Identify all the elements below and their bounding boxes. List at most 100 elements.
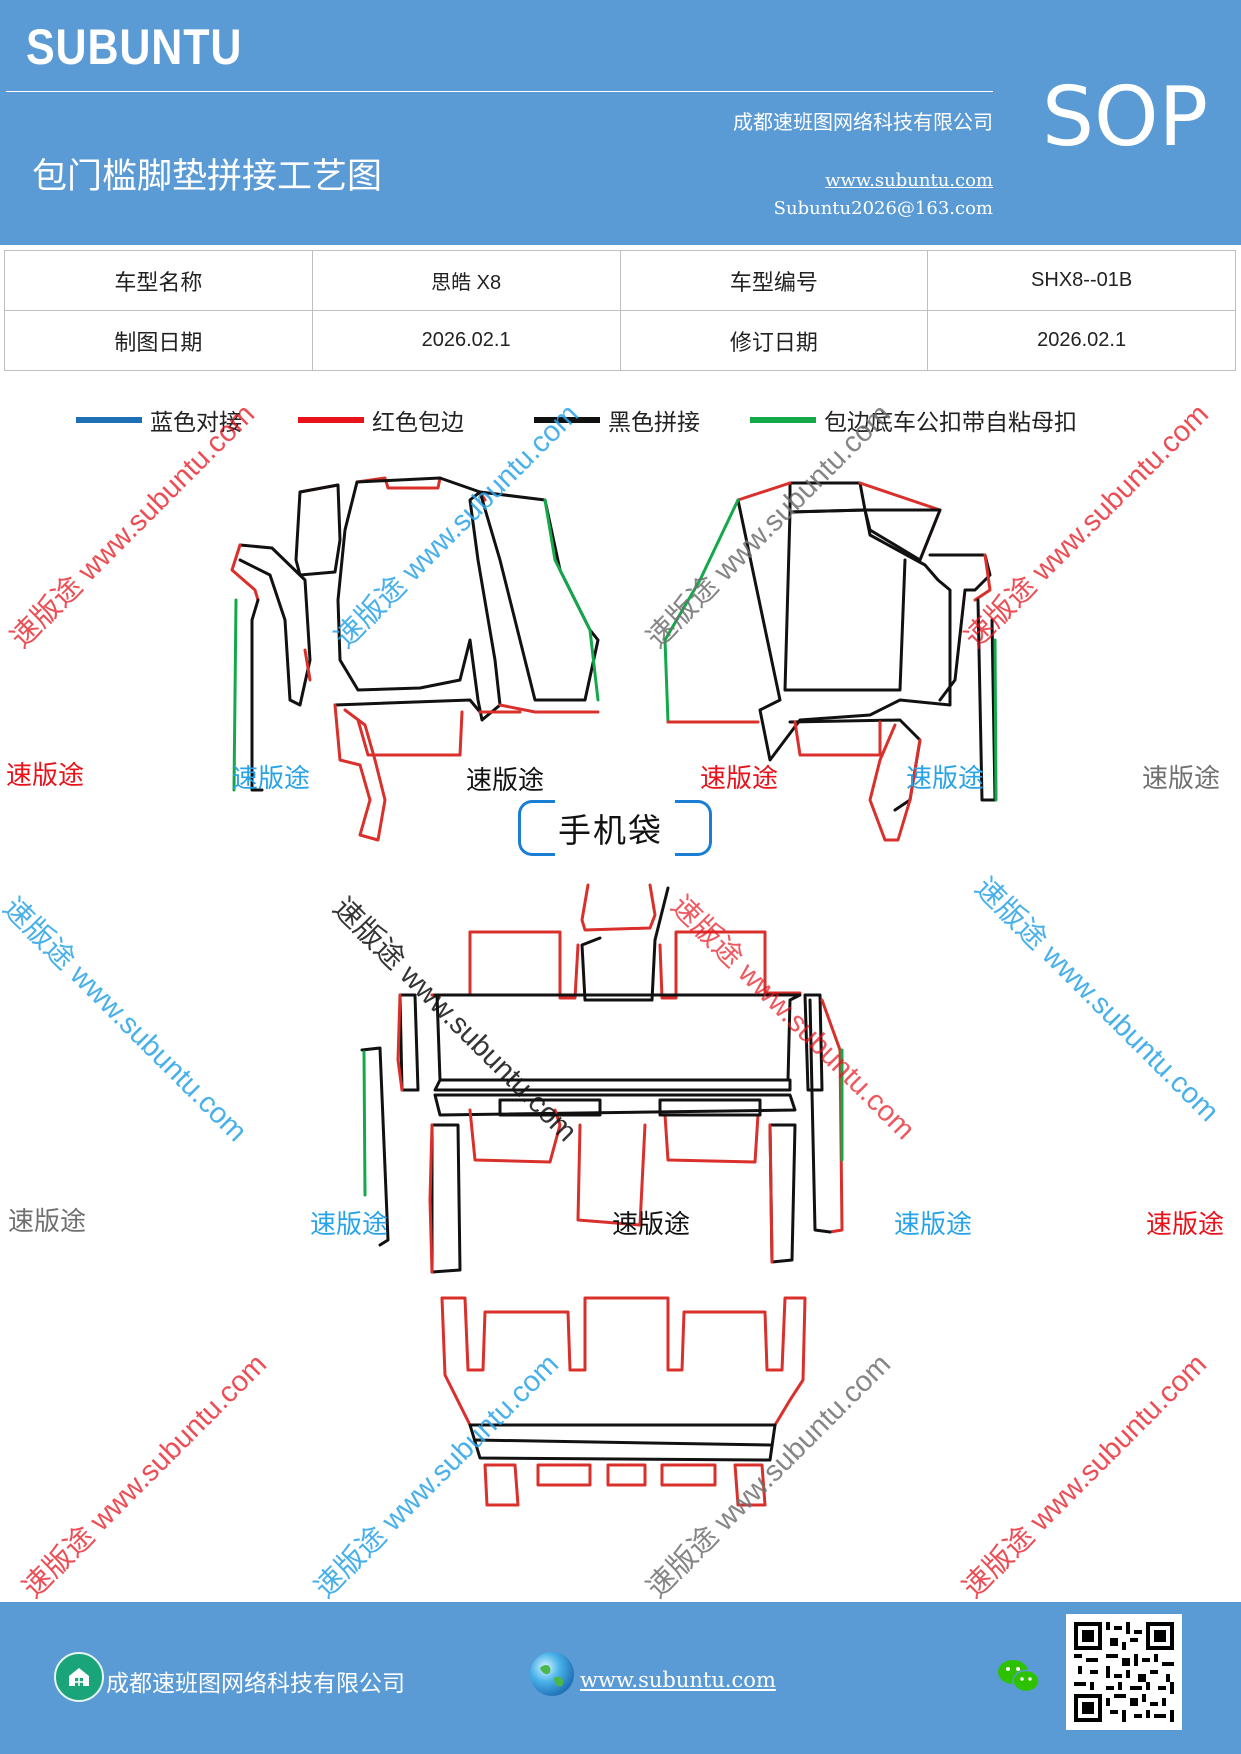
watermark-text: 速版途 — [6, 761, 85, 791]
red-edge — [483, 1463, 767, 1507]
legend-label: 蓝色对接 — [150, 410, 242, 436]
document-title: 包门槛脚垫拼接工艺图 — [32, 157, 383, 197]
phone-pocket: 手机袋 — [518, 800, 712, 856]
watermark-text: 速版途 — [466, 766, 545, 796]
pocket-left-bracket — [518, 800, 555, 856]
black-seam — [430, 1123, 462, 1274]
black-seam — [473, 1438, 772, 1447]
model-name-value: 思皓 X8 — [311, 250, 621, 311]
left-front-mat — [230, 476, 600, 842]
revision-date-label: 修订日期 — [619, 310, 929, 371]
black-seam — [498, 1098, 762, 1117]
black-seam — [433, 1093, 797, 1117]
right-front-mat — [663, 481, 998, 842]
watermark-text: 速版途 — [906, 764, 985, 794]
email-address: Subuntu2026@163.com — [773, 198, 993, 219]
model-code-label: 车型编号 — [619, 250, 929, 311]
watermark-text: 速版途 — [894, 1210, 973, 1240]
black-seam — [294, 483, 342, 577]
watermark-text: 速版途 — [700, 764, 779, 794]
red-edge — [793, 720, 922, 842]
red-edge — [230, 543, 312, 682]
green-edge — [232, 598, 238, 792]
sop-label: SOP — [1042, 70, 1209, 165]
green-edge — [543, 498, 600, 702]
red-edge — [973, 553, 992, 602]
qr-code — [1066, 1614, 1182, 1730]
red-edge — [428, 1123, 434, 1274]
black-seam — [333, 698, 482, 714]
header-divider — [6, 91, 993, 92]
red-edge — [396, 993, 404, 1092]
pocket-right-bracket — [675, 800, 712, 856]
legend-swatch — [298, 417, 364, 423]
legend-item-blue: 蓝色对接 — [76, 400, 242, 440]
red-edge — [768, 1123, 774, 1264]
footer-company-name: 成都速班图网络科技有限公司 — [106, 1671, 405, 1697]
legend-label: 包边底车公扣带自粘母扣 — [824, 410, 1077, 436]
black-seam — [736, 498, 952, 762]
black-seam — [580, 886, 670, 1002]
legend-item-red: 红色包边 — [298, 400, 464, 440]
globe-icon — [530, 1652, 574, 1696]
black-seam — [808, 998, 832, 1234]
website-link[interactable]: www.subuntu.com — [825, 170, 993, 191]
drawing-date-label: 制图日期 — [4, 310, 313, 371]
wechat-icon[interactable] — [996, 1656, 1042, 1696]
green-edge — [993, 638, 998, 802]
watermark-text: 速版途 — [232, 764, 311, 794]
header-banner: SUBUNTU SOP 成都速班图网络科技有限公司 包门槛脚垫拼接工艺图 www… — [0, 0, 1241, 245]
watermark-text: 速版途 — [612, 1210, 691, 1240]
legend-item-green: 包边底车公扣带自粘母扣 — [750, 400, 1077, 440]
black-seam — [788, 718, 922, 812]
watermark-text: 速版途 — [1146, 1210, 1225, 1240]
red-edge — [468, 1108, 760, 1227]
black-seam — [360, 1046, 390, 1247]
model-code-value: SHX8--01B — [927, 250, 1236, 311]
black-seam — [398, 993, 420, 1092]
red-edge — [440, 1296, 472, 1427]
black-seam — [336, 476, 502, 722]
footer-website-link[interactable]: www.subuntu.com — [580, 1668, 776, 1692]
red-edge — [468, 930, 802, 1000]
green-edge — [663, 498, 740, 724]
rear-row-mat — [360, 883, 844, 1274]
legend-label: 黑色拼接 — [608, 410, 700, 436]
phone-pocket-label: 手机袋 — [558, 811, 663, 850]
red-edge — [333, 703, 464, 842]
table-row: 车型名称 思皓 X8 车型编号 SHX8--01B — [4, 250, 1236, 311]
home-icon — [54, 1652, 104, 1702]
watermark-text: 速版途 — [8, 1207, 87, 1237]
red-edge — [580, 883, 657, 932]
black-seam — [783, 510, 907, 692]
black-seam — [433, 1078, 792, 1092]
legend-swatch — [750, 417, 816, 423]
third-row-mat — [440, 1296, 807, 1507]
revision-date-value: 2026.02.1 — [927, 310, 1236, 371]
table-row: 制图日期 2026.02.1 修订日期 2026.02.1 — [4, 310, 1236, 371]
black-seam — [976, 598, 997, 802]
footer-banner: 成都速班图网络科技有限公司 www.subuntu.com — [0, 1602, 1241, 1754]
watermark-text: 速版途 — [1142, 764, 1221, 794]
black-seam — [768, 1123, 797, 1264]
company-name: 成都速班图网络科技有限公司 — [733, 110, 993, 134]
black-seam — [803, 993, 824, 1092]
legend-swatch — [534, 417, 600, 423]
legend-item-black: 黑色拼接 — [534, 400, 700, 440]
legend-label: 红色包边 — [372, 410, 464, 436]
model-name-label: 车型名称 — [4, 250, 313, 311]
mat-layout-drawing — [230, 476, 998, 1507]
black-seam — [433, 993, 802, 1082]
brand-logo: SUBUNTU — [26, 19, 243, 75]
black-seam — [468, 1423, 777, 1462]
black-seam — [238, 543, 312, 707]
black-seam — [478, 490, 600, 702]
black-seam — [250, 598, 264, 792]
drawing-date-value: 2026.02.1 — [311, 310, 621, 371]
watermark-text: 速版途 — [310, 1210, 389, 1240]
red-edge — [440, 1296, 807, 1427]
legend-swatch — [76, 417, 142, 423]
vehicle-info-table: 车型名称 思皓 X8 车型编号 SHX8--01B 制图日期 2026.02.1… — [4, 250, 1236, 371]
red-edge — [498, 703, 600, 714]
green-edge — [362, 1050, 367, 1197]
